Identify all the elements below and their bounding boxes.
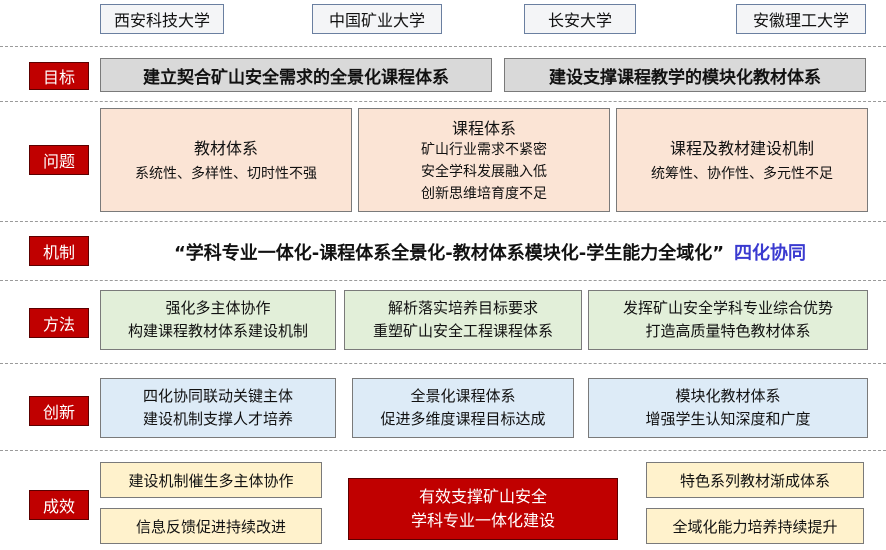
university-box-4: 安徽理工大学 [736,4,866,34]
row-label-problem: 问题 [29,145,89,175]
problem-box-1: 教材体系 系统性、多样性、切时性不强 [100,108,352,212]
innovation-line: 促进多维度课程目标达成 [380,410,546,428]
row-label-text: 方法 [42,315,75,334]
innovation-line: 全景化课程体系 [410,387,516,405]
innovation-line: 模块化教材体系 [675,387,781,405]
university-name: 安徽理工大学 [752,11,849,30]
method-box-1: 强化多主体协作 构建课程教材体系建设机制 [100,290,336,350]
goal-box-2: 建设支撑课程教学的模块化教材体系 [504,58,866,92]
goal-text: 建立契合矿山安全需求的全景化课程体系 [143,67,449,88]
result-text: 建设机制催生多主体协作 [128,471,294,490]
problem-line: 统筹性、协作性、多元性不足 [651,166,833,182]
problem-box-3: 课程及教材建设机制 统筹性、协作性、多元性不足 [616,108,868,212]
row-label-text: 创新 [42,403,75,422]
separator [0,221,886,222]
result-box-center: 有效支撑矿山安全 学科专业一体化建设 [348,478,618,540]
separator [0,450,886,451]
result-center-line: 有效支撑矿山安全 [418,487,547,506]
result-text: 全域化能力培养持续提升 [672,517,838,536]
row-label-text: 问题 [42,152,75,171]
innovation-line: 建设机制支撑人才培养 [142,410,293,428]
result-box-left-1: 建设机制催生多主体协作 [100,462,322,498]
result-box-right-2: 全域化能力培养持续提升 [646,508,864,544]
method-line: 重塑矿山安全工程课程体系 [372,322,553,340]
innovation-line: 四化协同联动关键主体 [142,387,293,405]
innovation-line: 增强学生认知深度和广度 [645,410,811,428]
result-box-left-2: 信息反馈促进持续改进 [100,508,322,544]
problem-box-2: 课程体系 矿山行业需求不紧密 安全学科发展融入低 创新思维培育度不足 [358,108,610,212]
result-text: 特色系列教材渐成体系 [679,471,830,490]
result-center-line: 学科专业一体化建设 [410,511,555,530]
mechanism-statement: “学科专业一体化-课程体系全景化-教材体系模块化-学生能力全域化” 四化协同 [110,238,870,266]
method-line: 构建课程教材体系建设机制 [127,322,308,340]
row-label-method: 方法 [29,308,89,338]
result-text: 信息反馈促进持续改进 [135,517,286,536]
row-label-result: 成效 [29,490,89,520]
row-label-text: 机制 [42,243,75,262]
university-box-2: 中国矿业大学 [312,4,442,34]
separator [0,363,886,364]
row-label-innovation: 创新 [29,396,89,426]
mechanism-highlight: 四化协同 [734,243,807,264]
problem-line: 系统性、多样性、切时性不强 [135,166,317,182]
result-box-right-1: 特色系列教材渐成体系 [646,462,864,498]
goal-text: 建设支撑课程教学的模块化教材体系 [549,67,821,88]
row-label-text: 目标 [42,68,75,87]
university-box-1: 西安科技大学 [100,4,224,34]
separator [0,101,886,102]
row-label-goal: 目标 [29,62,89,90]
innovation-box-1: 四化协同联动关键主体 建设机制支撑人才培养 [100,378,336,438]
method-box-3: 发挥矿山安全学科专业综合优势 打造高质量特色教材体系 [588,290,868,350]
problem-line: 矿山行业需求不紧密 [421,142,547,158]
method-line: 打造高质量特色教材体系 [645,322,811,340]
method-line: 发挥矿山安全学科专业综合优势 [622,299,833,317]
goal-box-1: 建立契合矿山安全需求的全景化课程体系 [100,58,492,92]
university-name: 西安科技大学 [113,11,210,30]
separator [0,280,886,281]
method-line: 解析落实培养目标要求 [387,299,538,317]
university-name: 中国矿业大学 [328,11,425,30]
separator [0,46,886,47]
problem-line: 安全学科发展融入低 [421,164,547,180]
method-box-2: 解析落实培养目标要求 重塑矿山安全工程课程体系 [344,290,582,350]
innovation-box-3: 模块化教材体系 增强学生认知深度和广度 [588,378,868,438]
row-label-mechanism: 机制 [29,236,89,266]
problem-line: 创新思维培育度不足 [421,186,547,202]
row-label-text: 成效 [42,497,75,516]
innovation-box-2: 全景化课程体系 促进多维度课程目标达成 [352,378,574,438]
method-line: 强化多主体协作 [165,299,271,317]
problem-title: 课程及教材建设机制 [669,139,814,158]
problem-title: 教材体系 [193,139,258,158]
problem-title: 课程体系 [451,119,516,138]
university-box-3: 长安大学 [524,4,636,34]
university-name: 长安大学 [547,11,612,30]
mechanism-text: “学科专业一体化-课程体系全景化-教材体系模块化-学生能力全域化” [173,243,725,264]
